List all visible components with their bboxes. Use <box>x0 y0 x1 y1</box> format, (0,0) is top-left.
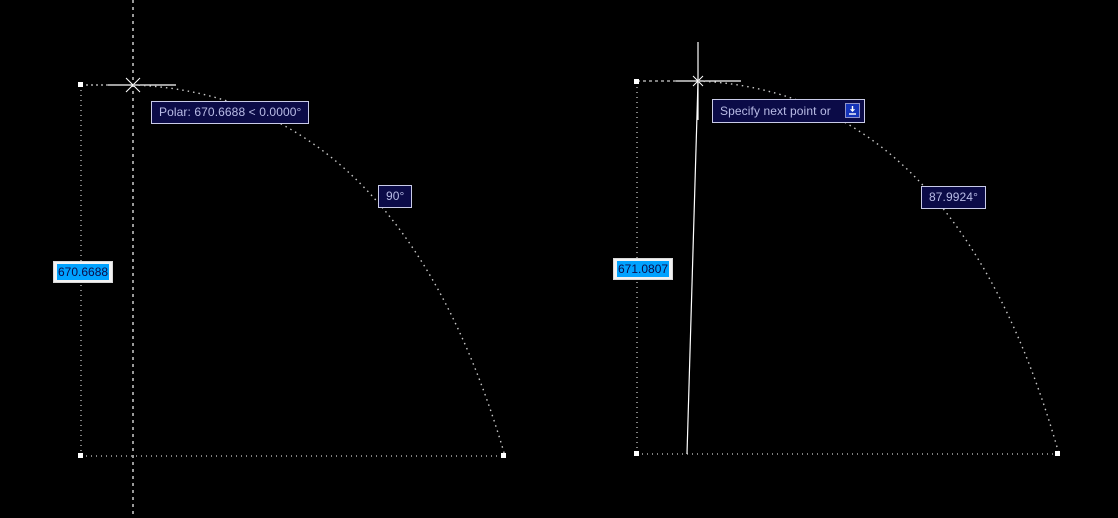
polar-tracking-tooltip-text: Polar: 670.6688 < 0.0000° <box>159 105 302 119</box>
left-angle-tooltip: 90° <box>378 185 413 208</box>
right-angle-tooltip-text: 87.9924° <box>929 190 978 204</box>
right-angle-tooltip: 87.9924° <box>921 186 986 209</box>
right-angle-arc <box>697 80 1060 455</box>
right-distance-input[interactable]: 671.0807 <box>613 258 674 280</box>
left-angle-tooltip-text: 90° <box>386 189 405 203</box>
left-distance-input[interactable]: 670.6688 <box>53 261 114 283</box>
polar-tracking-tooltip: Polar: 670.6688 < 0.0000° <box>151 101 310 124</box>
grip-left-bottom[interactable] <box>78 453 83 458</box>
right-distance-input-value[interactable]: 671.0807 <box>617 261 670 277</box>
left-angle-arc <box>132 84 506 457</box>
grip-left-arc-end[interactable] <box>501 453 506 458</box>
specify-next-point-tooltip-text: Specify next point or <box>720 103 831 118</box>
grip-left-top[interactable] <box>78 82 83 87</box>
grip-right-bottom[interactable] <box>634 451 639 456</box>
specify-next-point-tooltip: Specify next point or <box>712 99 865 123</box>
grip-right-arc-end[interactable] <box>1055 451 1060 456</box>
left-distance-input-value[interactable]: 670.6688 <box>57 264 110 280</box>
right-rubberband-line <box>686 80 699 455</box>
arrow-down-expand-icon[interactable] <box>844 103 860 118</box>
grip-right-top[interactable] <box>634 79 639 84</box>
